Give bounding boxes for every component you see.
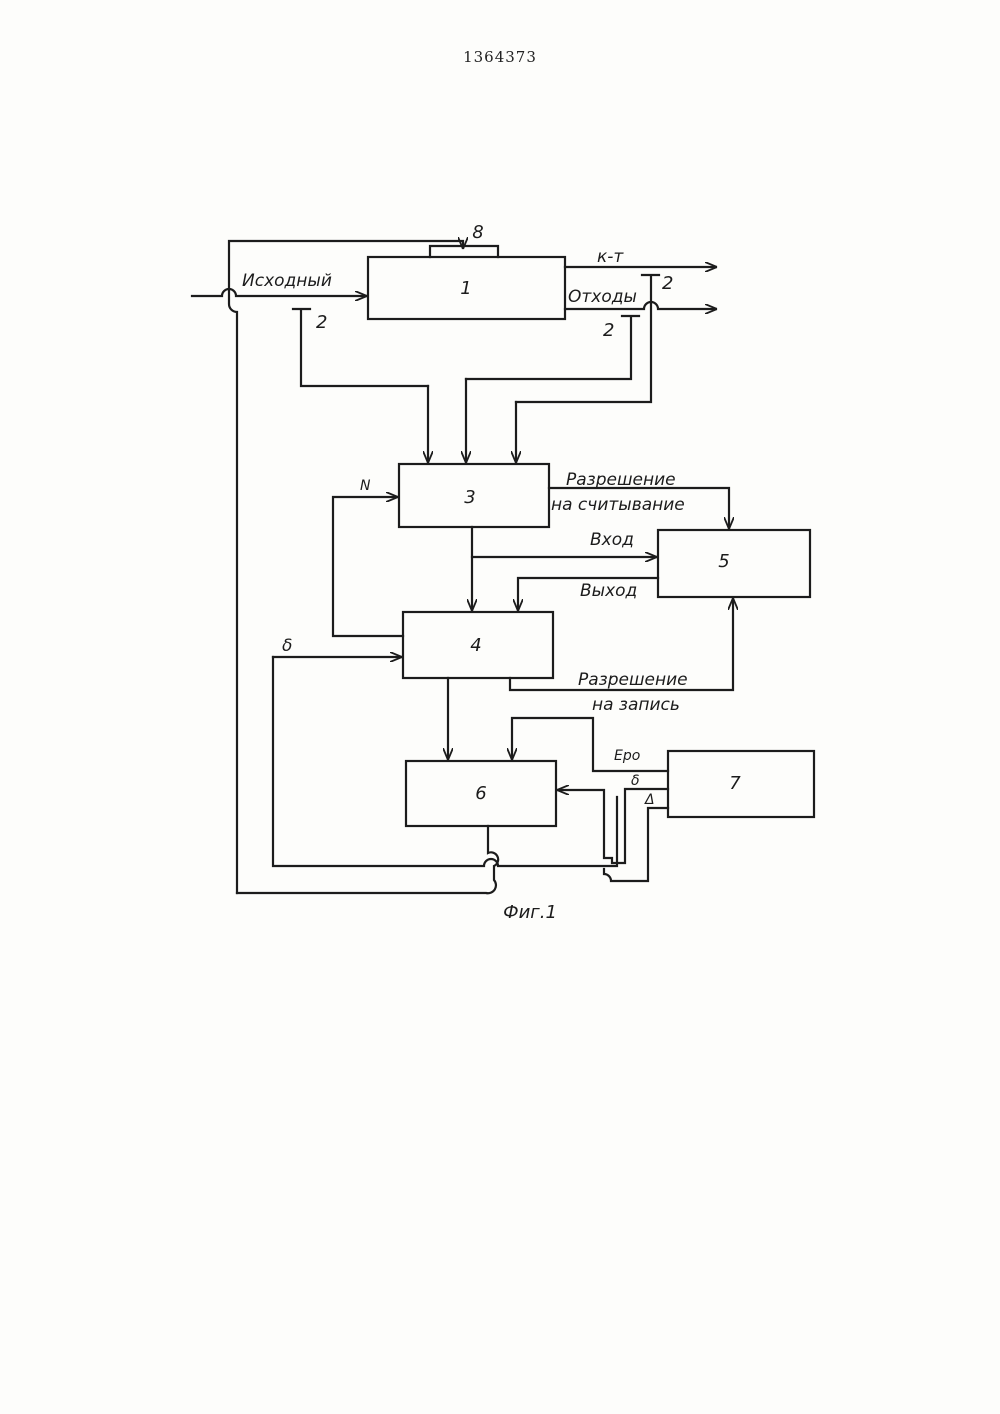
- block-7-number: 7: [729, 773, 741, 794]
- read-enable-label-line2: на считывание: [551, 495, 685, 515]
- small-delta-label: Δ: [644, 792, 655, 808]
- output-signal-label: Выход: [580, 581, 637, 601]
- n-label: N: [360, 478, 371, 494]
- block-6-number: 6: [475, 783, 486, 804]
- write-enable-label-line1: Разрешение: [578, 670, 688, 690]
- delta-right-label: δ: [631, 773, 640, 789]
- input-label: Исходный: [242, 271, 332, 291]
- block-7: [668, 751, 814, 817]
- small-delta-line: [604, 808, 668, 881]
- n-feedback-line: [333, 497, 403, 636]
- figure-caption: Фиг.1: [503, 902, 557, 923]
- tailings-label: Отходы: [568, 287, 637, 307]
- sensor-left-number: 2: [316, 312, 327, 333]
- block-5-number: 5: [718, 551, 729, 572]
- sensor-left: [293, 309, 428, 386]
- block-3-number: 3: [464, 487, 475, 508]
- six-output-line: [237, 826, 498, 893]
- block-4-number: 4: [470, 635, 481, 656]
- block-1-number: 1: [460, 278, 471, 299]
- sensor-bottom-right-number: 2: [603, 320, 614, 341]
- delta-left-label: δ: [282, 636, 292, 656]
- input-signal-label: Вход: [590, 530, 634, 550]
- write-enable-label-line2: на запись: [592, 695, 680, 715]
- block-5: [658, 530, 810, 597]
- block-8-number: 8: [472, 222, 483, 243]
- concentrate-label: к-т: [597, 247, 624, 267]
- sensor-top-right-number: 2: [662, 273, 673, 294]
- read-enable-label-line1: Разрешение: [566, 470, 676, 490]
- e-ro-label: Еро: [614, 748, 640, 764]
